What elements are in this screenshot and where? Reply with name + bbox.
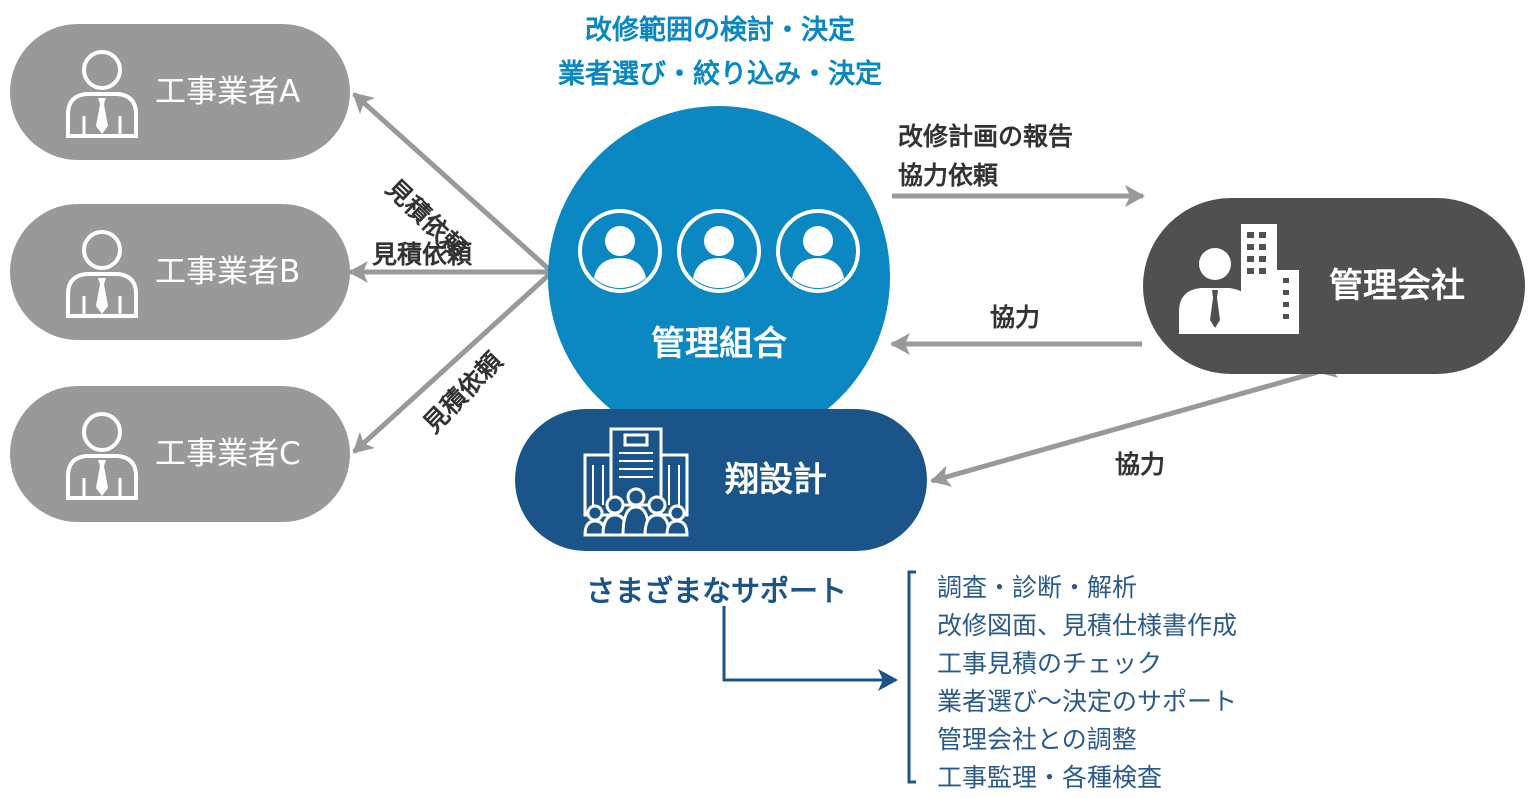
support-item: 業者選び〜決定のサポート xyxy=(937,687,1238,716)
support-bracket xyxy=(907,570,916,784)
support-connector xyxy=(722,606,898,691)
support-item: 調査・診断・解析 xyxy=(937,573,1138,602)
edge-label-estimate-b: 見積依頼 xyxy=(372,240,473,269)
contractor-a-label: 工事業者A xyxy=(155,74,301,110)
contractor-c-node: 工事業者C xyxy=(10,386,350,522)
management-company-label: 管理会社 xyxy=(1329,266,1465,306)
contractor-b-label: 工事業者B xyxy=(155,254,301,290)
contractor-a-node: 工事業者A xyxy=(10,24,350,160)
association-node: 管理組合 xyxy=(548,106,890,448)
design-firm-node: 翔設計 xyxy=(515,409,927,551)
support-item: 工事見積のチェック xyxy=(937,649,1163,678)
support-title: さまざまなサポート xyxy=(586,574,848,608)
person-tie-icon xyxy=(66,412,138,500)
edge-label-report-1: 改修計画の報告 xyxy=(898,122,1074,151)
contractor-c-label: 工事業者C xyxy=(155,436,301,472)
contractor-b-node: 工事業者B xyxy=(10,204,350,340)
support-item: 工事監理・各種検査 xyxy=(937,763,1163,792)
arrow-to-contractor-a xyxy=(352,92,554,274)
arrow-to-contractor-c xyxy=(352,270,554,454)
edge-label-report-2: 協力依頼 xyxy=(898,161,999,190)
headline-line-2: 業者選び・絞り込み・決定 xyxy=(558,59,882,90)
association-label: 管理組合 xyxy=(651,324,787,364)
group-icon xyxy=(578,209,860,293)
headline-line-1: 改修範囲の検討・決定 xyxy=(585,15,855,46)
management-company-node: 管理会社 xyxy=(1143,198,1525,374)
person-tie-icon xyxy=(66,230,138,318)
edge-label-coop-design: 協力 xyxy=(1115,450,1166,479)
support-item: 管理会社との調整 xyxy=(937,725,1137,754)
edge-label-coop-management: 協力 xyxy=(990,303,1041,332)
building-people-icon xyxy=(583,427,689,537)
person-tie-icon xyxy=(66,50,138,138)
support-item: 改修図面、見積仕様書作成 xyxy=(937,611,1238,640)
design-firm-label: 翔設計 xyxy=(725,460,827,500)
arrow-design-management xyxy=(930,356,1339,487)
building-person-icon xyxy=(1179,224,1299,334)
